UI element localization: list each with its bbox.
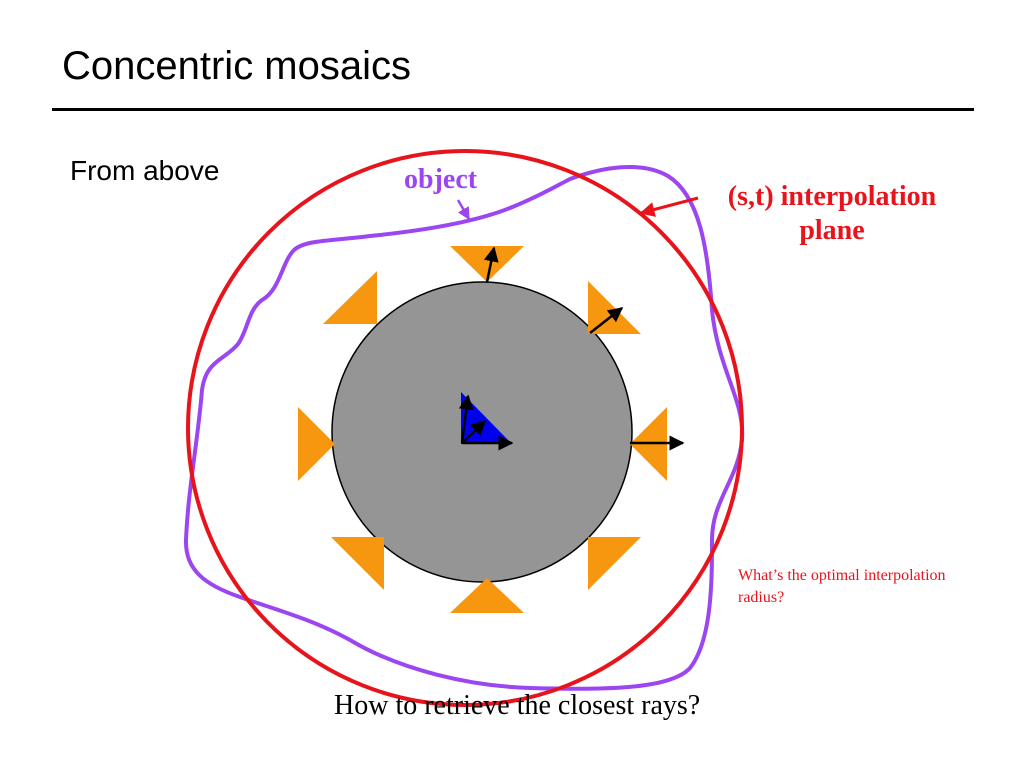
radius-question: What’s the optimal interpolation radius? bbox=[738, 565, 1024, 609]
camera-bottom-left-icon bbox=[331, 537, 384, 590]
radius-question-line2: radius? bbox=[738, 589, 785, 606]
object-outline bbox=[183, 165, 745, 691]
object-pointer-arrow bbox=[456, 199, 471, 221]
camera-left-icon bbox=[298, 407, 335, 481]
slide-title: Concentric mosaics bbox=[62, 44, 412, 88]
title-divider bbox=[52, 108, 974, 111]
plane-label-line1: (s,t) interpolation bbox=[727, 181, 937, 212]
camera-top-icon bbox=[450, 246, 524, 282]
ray-top-arrow bbox=[483, 246, 499, 283]
camera-top-left-icon bbox=[323, 271, 377, 324]
center-ray-up-arrow bbox=[458, 394, 474, 444]
closest-rays-question: How to retrieve the closest rays? bbox=[334, 690, 701, 721]
camera-bottom-right-icon bbox=[588, 537, 641, 590]
plane-pointer-arrow bbox=[639, 196, 699, 217]
camera-bottom-icon bbox=[450, 578, 524, 613]
center-ray-diagonal-arrow bbox=[461, 419, 487, 444]
ray-top-right-arrow bbox=[589, 307, 624, 334]
camera-top-right-icon bbox=[588, 281, 641, 334]
plane-label-line2: plane bbox=[799, 215, 865, 246]
interpolation-plane-label: (s,t) interpolation plane bbox=[700, 180, 964, 248]
view-subtitle: From above bbox=[70, 155, 220, 186]
interpolation-plane-circle bbox=[186, 149, 744, 707]
radius-question-line1: What’s the optimal interpolation bbox=[738, 567, 946, 584]
object-label: object bbox=[404, 164, 478, 195]
